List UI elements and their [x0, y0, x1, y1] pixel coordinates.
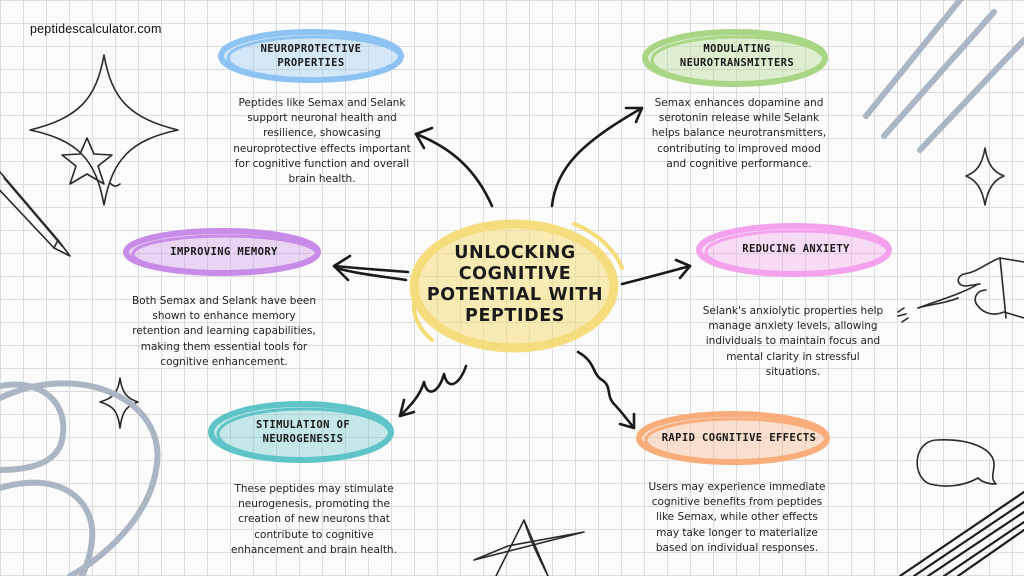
arrow-rapid	[576, 350, 636, 430]
speech-bubble-icon	[916, 439, 997, 487]
sparkle-icon	[29, 54, 179, 206]
central-title: Unlocking Cognitive Potential with Pepti…	[426, 243, 604, 326]
star-outline-icon	[473, 519, 585, 576]
memory-highlight	[123, 228, 321, 276]
neurogenesis-highlight	[208, 401, 394, 463]
label-memory: Improving Memory	[170, 246, 278, 258]
desc-neurotransmitters: Semax enhances dopamine and serotonin re…	[651, 97, 827, 170]
neurotransmitters-highlight	[642, 29, 828, 87]
arrow-neurogenesis	[398, 364, 468, 418]
pencil-icon	[0, 171, 71, 257]
label-neurogenesis: Stimulation of Neurogenesis	[255, 419, 351, 445]
arrow-memory	[332, 254, 410, 282]
neuroprotective-highlight	[218, 29, 404, 83]
label-neurotransmitters: Modulating Neurotransmitters	[679, 43, 795, 69]
label-neuroprotective: Neuroprotective Properties	[260, 43, 362, 69]
desc-neurogenesis: These peptides may stimulate neurogenesi…	[231, 483, 397, 556]
desc-rapid: Users may experience immediate cognitive…	[648, 481, 826, 554]
label-rapid: Rapid Cognitive Effects	[661, 432, 817, 444]
arrow-anxiety	[620, 258, 692, 286]
anxiety-highlight	[696, 223, 892, 277]
label-anxiety: Reducing Anxiety	[742, 243, 850, 255]
diamond-icon	[99, 377, 139, 429]
site-url: peptidescalculator.com	[30, 22, 162, 36]
diamond-icon-right	[965, 147, 1005, 206]
center-highlight	[409, 219, 624, 353]
star-icon	[61, 137, 113, 185]
arrow-neurotransmitters	[550, 106, 644, 208]
pointing-hand-icon	[897, 257, 1024, 323]
desc-memory: Both Semax and Selank have been shown to…	[131, 295, 317, 368]
desc-anxiety: Selank's anxiolytic properties help mana…	[702, 305, 884, 378]
arrow-neuroprotective	[414, 126, 494, 208]
rapid-highlight	[636, 411, 830, 465]
desc-neuroprotective: Peptides like Semax and Selank support n…	[233, 97, 411, 186]
